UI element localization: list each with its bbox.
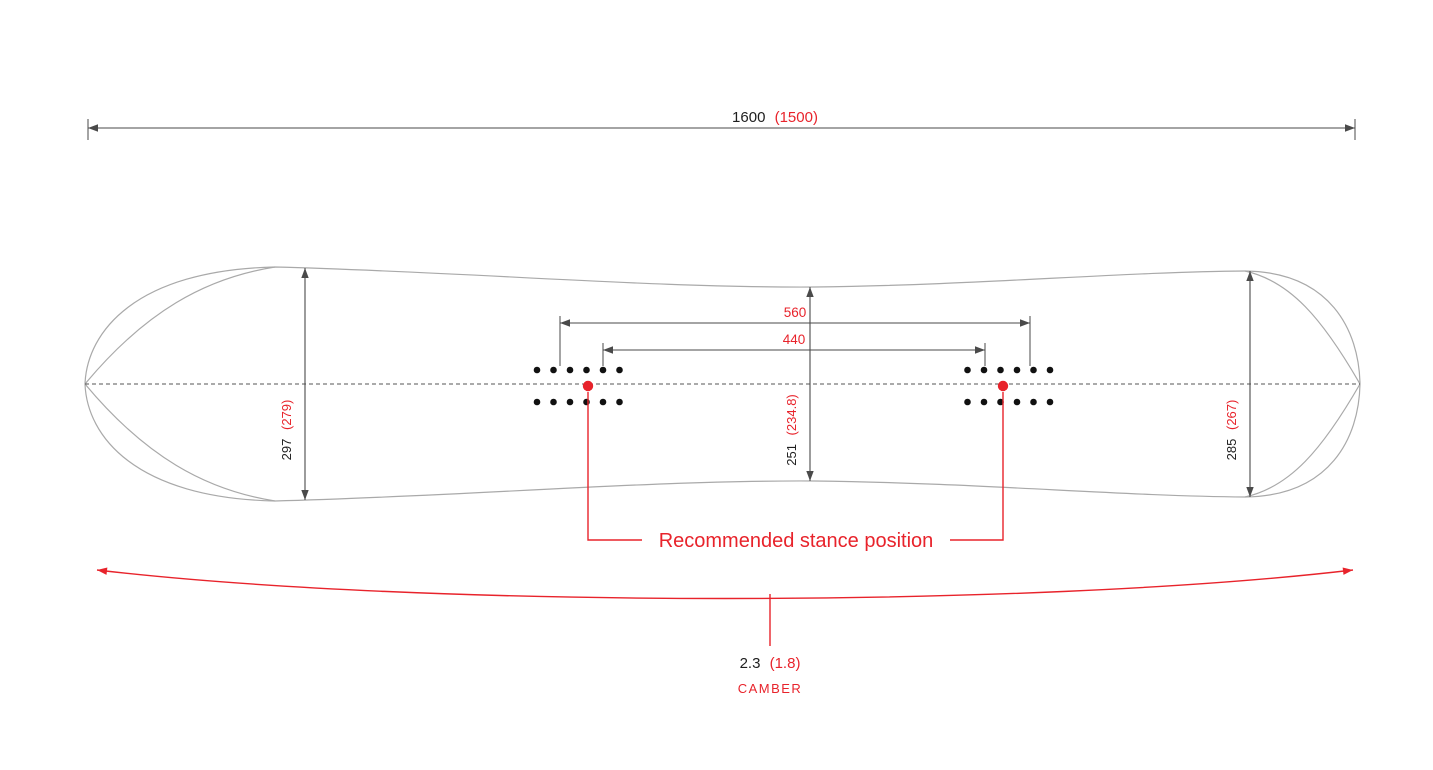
stance-inner-label: 440 [783, 332, 806, 347]
stance-callout: Recommended stance position [587, 392, 1004, 552]
nose-width-value: 297 [279, 439, 294, 461]
insert-dot [599, 398, 607, 406]
insert-dot [997, 398, 1004, 406]
stance-outer-label: 560 [784, 305, 807, 320]
insert-pack-left [533, 366, 623, 406]
insert-pack-right [964, 366, 1054, 406]
nose-width-label: 297 (279) [279, 400, 294, 461]
stance-outer-dimension: 560 [559, 305, 1031, 366]
callout-leader-left [587, 392, 642, 541]
stance-reference-dot-left [582, 380, 594, 392]
insert-dot [566, 366, 574, 374]
insert-dot [997, 366, 1004, 374]
camber-value: 2.3 [740, 655, 761, 672]
overall-length-alt: (1500) [775, 109, 818, 126]
insert-dot [1013, 398, 1021, 406]
camber-title: CAMBER [738, 681, 803, 696]
waist-width-alt: (234.8) [784, 394, 799, 435]
nose-width-dimension: 297 (279) [279, 268, 309, 500]
insert-dot [980, 366, 988, 374]
insert-dot [616, 366, 623, 374]
waist-width-label: 251 (234.8) [784, 394, 799, 466]
insert-dot [583, 398, 590, 406]
stance-inner-dimension: 440 [602, 332, 986, 366]
nose-width-alt: (279) [279, 400, 294, 430]
board-outline [84, 266, 1361, 502]
tail-width-dimension: 285 (267) [1224, 271, 1254, 497]
insert-dot [616, 398, 623, 406]
insert-dot [550, 398, 557, 406]
overall-length-dimension: 1600 (1500) [87, 109, 1356, 140]
tail-inner-curve-bottom [1244, 383, 1361, 498]
tail-width-label: 285 (267) [1224, 400, 1239, 461]
overall-length-value: 1600 [732, 109, 765, 126]
insert-dot [1030, 398, 1037, 406]
insert-dot [533, 366, 541, 374]
insert-dot [964, 398, 971, 406]
camber-curve [96, 567, 1354, 600]
overall-length-label: 1600 (1500) [732, 109, 818, 126]
insert-dot [980, 398, 988, 406]
waist-width-value: 251 [784, 444, 799, 466]
insert-dot [583, 366, 590, 374]
callout-leader-right [950, 392, 1004, 541]
insert-dot [550, 366, 557, 374]
insert-dot [566, 398, 574, 406]
insert-dot [1046, 398, 1054, 406]
camber-alt: (1.8) [770, 655, 801, 672]
nose-inner-curve-top [84, 266, 276, 385]
insert-dot [1046, 366, 1054, 374]
camber-value-label: 2.3 (1.8) [740, 655, 801, 672]
insert-dot [533, 398, 541, 406]
tail-width-value: 285 [1224, 439, 1239, 461]
stance-note-label: Recommended stance position [659, 530, 934, 552]
nose-inner-curve-bottom [84, 383, 276, 502]
insert-dot [1030, 366, 1037, 374]
stance-reference-dot-right [997, 380, 1009, 392]
insert-dot [599, 366, 607, 374]
tail-width-alt: (267) [1224, 400, 1239, 430]
insert-dot [1013, 366, 1021, 374]
camber-section: 2.3 (1.8) CAMBER [96, 567, 1354, 696]
tail-inner-curve-top [1244, 270, 1361, 385]
insert-dot [964, 366, 971, 374]
